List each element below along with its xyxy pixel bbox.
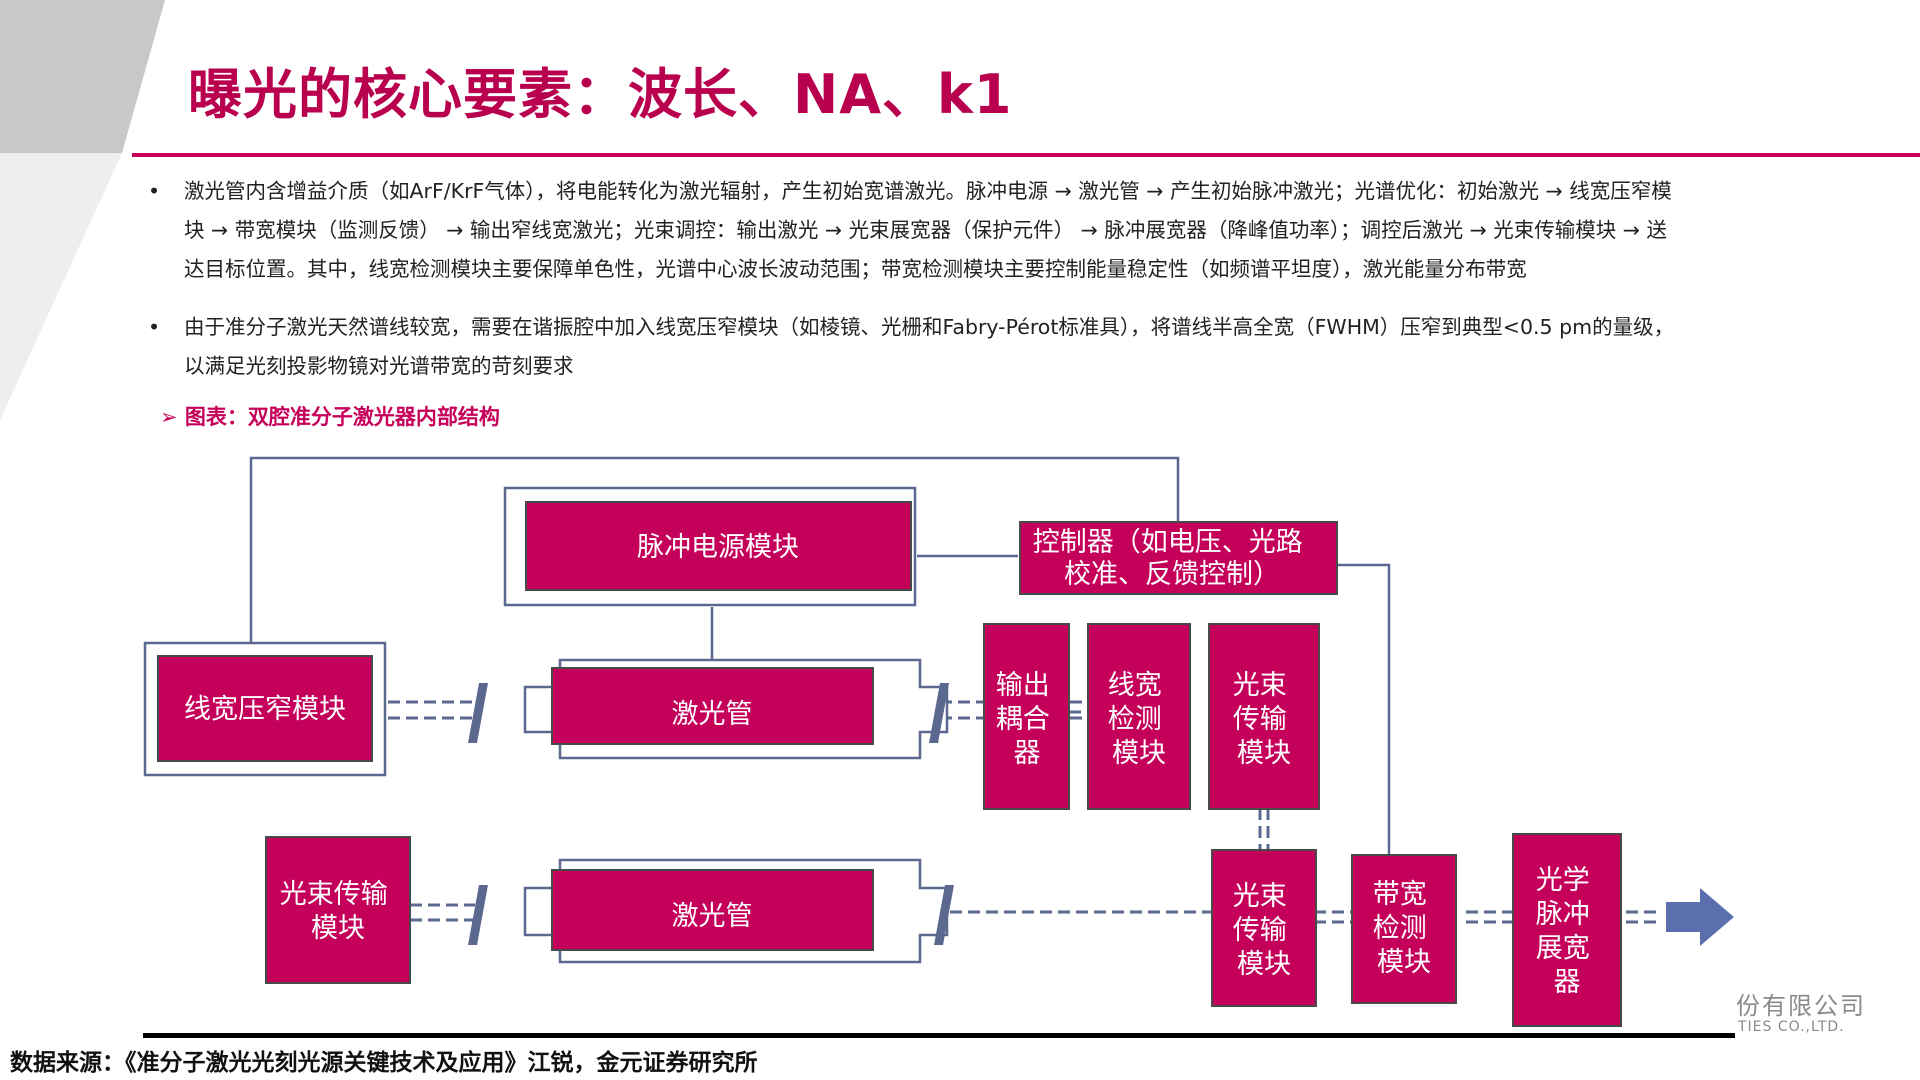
title-divider [132,153,1920,157]
line-narrowing-label: 线宽压窄模块 [184,694,346,725]
pulse-power-block [525,501,912,591]
bullet-item: • 由于准分子激光天然谱线较宽，需要在谐振腔中加入线宽压窄模块（如棱镜、光栅和F… [140,308,1830,386]
bullet-list: • 激光管内含增益介质（如ArF/KrF气体），将电能转化为激光辐射，产生初始宽… [140,172,1830,386]
line-narrowing-block [157,655,373,762]
beam-delivery-block-1 [1208,623,1320,810]
mirror-icon [468,885,488,945]
bullet-line: 由于准分子激光天然谱线较宽，需要在谐振腔中加入线宽压窄模块（如棱镜、光栅和Fab… [184,315,1675,339]
decorative-gray-band [0,0,165,153]
laser-tube-2-label: 激光管 [672,901,753,932]
laser-tube-2-block [551,869,874,951]
mirror-icon [934,885,954,945]
company-watermark-latin: TIES CO.,LTD. [1738,1019,1845,1035]
output-arrow-icon [1666,888,1734,946]
page-title: 曝光的核心要素：波长、NA、k1 [188,63,1013,126]
linewidth-monitor-block [1087,623,1191,810]
footer-divider [143,1033,1735,1038]
bullet-marker: • [148,179,161,203]
mirror-icon [929,683,949,743]
source-note: 数据来源：《准分子激光光刻光源关键技术及应用》江锐，金元证券研究所 [10,1050,758,1076]
laser-tube-1-block [551,667,874,745]
bullet-line: 块 → 带宽模块（监测反馈） → 输出窄线宽激光；光束调控：输出激光 → 光束展… [184,218,1668,242]
pulse-stretcher-block [1512,833,1622,1027]
controller-block [1019,521,1338,595]
pulse-power-label: 脉冲电源模块 [637,532,799,563]
beam-delivery-block-2 [1211,849,1317,1007]
company-watermark: 份有限公司 [1736,992,1866,1020]
bullet-line: 达目标位置。其中，线宽检测模块主要保障单色性，光谱中心波长波动范围；带宽检测模块… [184,257,1527,281]
controller-loop-line [249,456,1180,643]
figure-caption: ➢ 图表：双腔准分子激光器内部结构 [160,405,500,429]
beam-delivery-2-label: 光束 传输 模块 [1233,881,1296,980]
bandwidth-monitor-block [1351,854,1457,1004]
beam-delivery-left-label: 光束传输 模块 [280,879,397,944]
output-coupler-block [983,623,1070,810]
decorative-side-shape [0,0,165,420]
decorative-light-band [0,153,122,420]
bullet-line: 激光管内含增益介质（如ArF/KrF气体），将电能转化为激光辐射，产生初始宽谱激… [184,179,1672,203]
linewidth-monitor-label: 线宽 检测 模块 [1108,670,1171,769]
bandwidth-monitor-label: 带宽 检测 模块 [1373,879,1436,978]
bullet-item: • 激光管内含增益介质（如ArF/KrF气体），将电能转化为激光辐射，产生初始宽… [140,172,1830,289]
beam-delivery-1-label: 光束 传输 模块 [1233,670,1296,769]
controller-label: 控制器（如电压、光路 校准、反馈控制） [1033,527,1312,590]
output-coupler-label: 输出 耦合 器 [996,670,1059,769]
mirror-icon [468,683,488,743]
pulse-stretcher-label: 光学 脉冲 展宽 器 [1536,865,1599,998]
bullet-marker: • [148,315,161,339]
bullet-line: 以满足光刻投影物镜对光谱带宽的苛刻要求 [184,354,574,378]
beam-delivery-left-block [265,836,411,984]
laser-tube-1-label: 激光管 [672,699,753,730]
controller-to-bandwidth-line [1338,563,1391,855]
